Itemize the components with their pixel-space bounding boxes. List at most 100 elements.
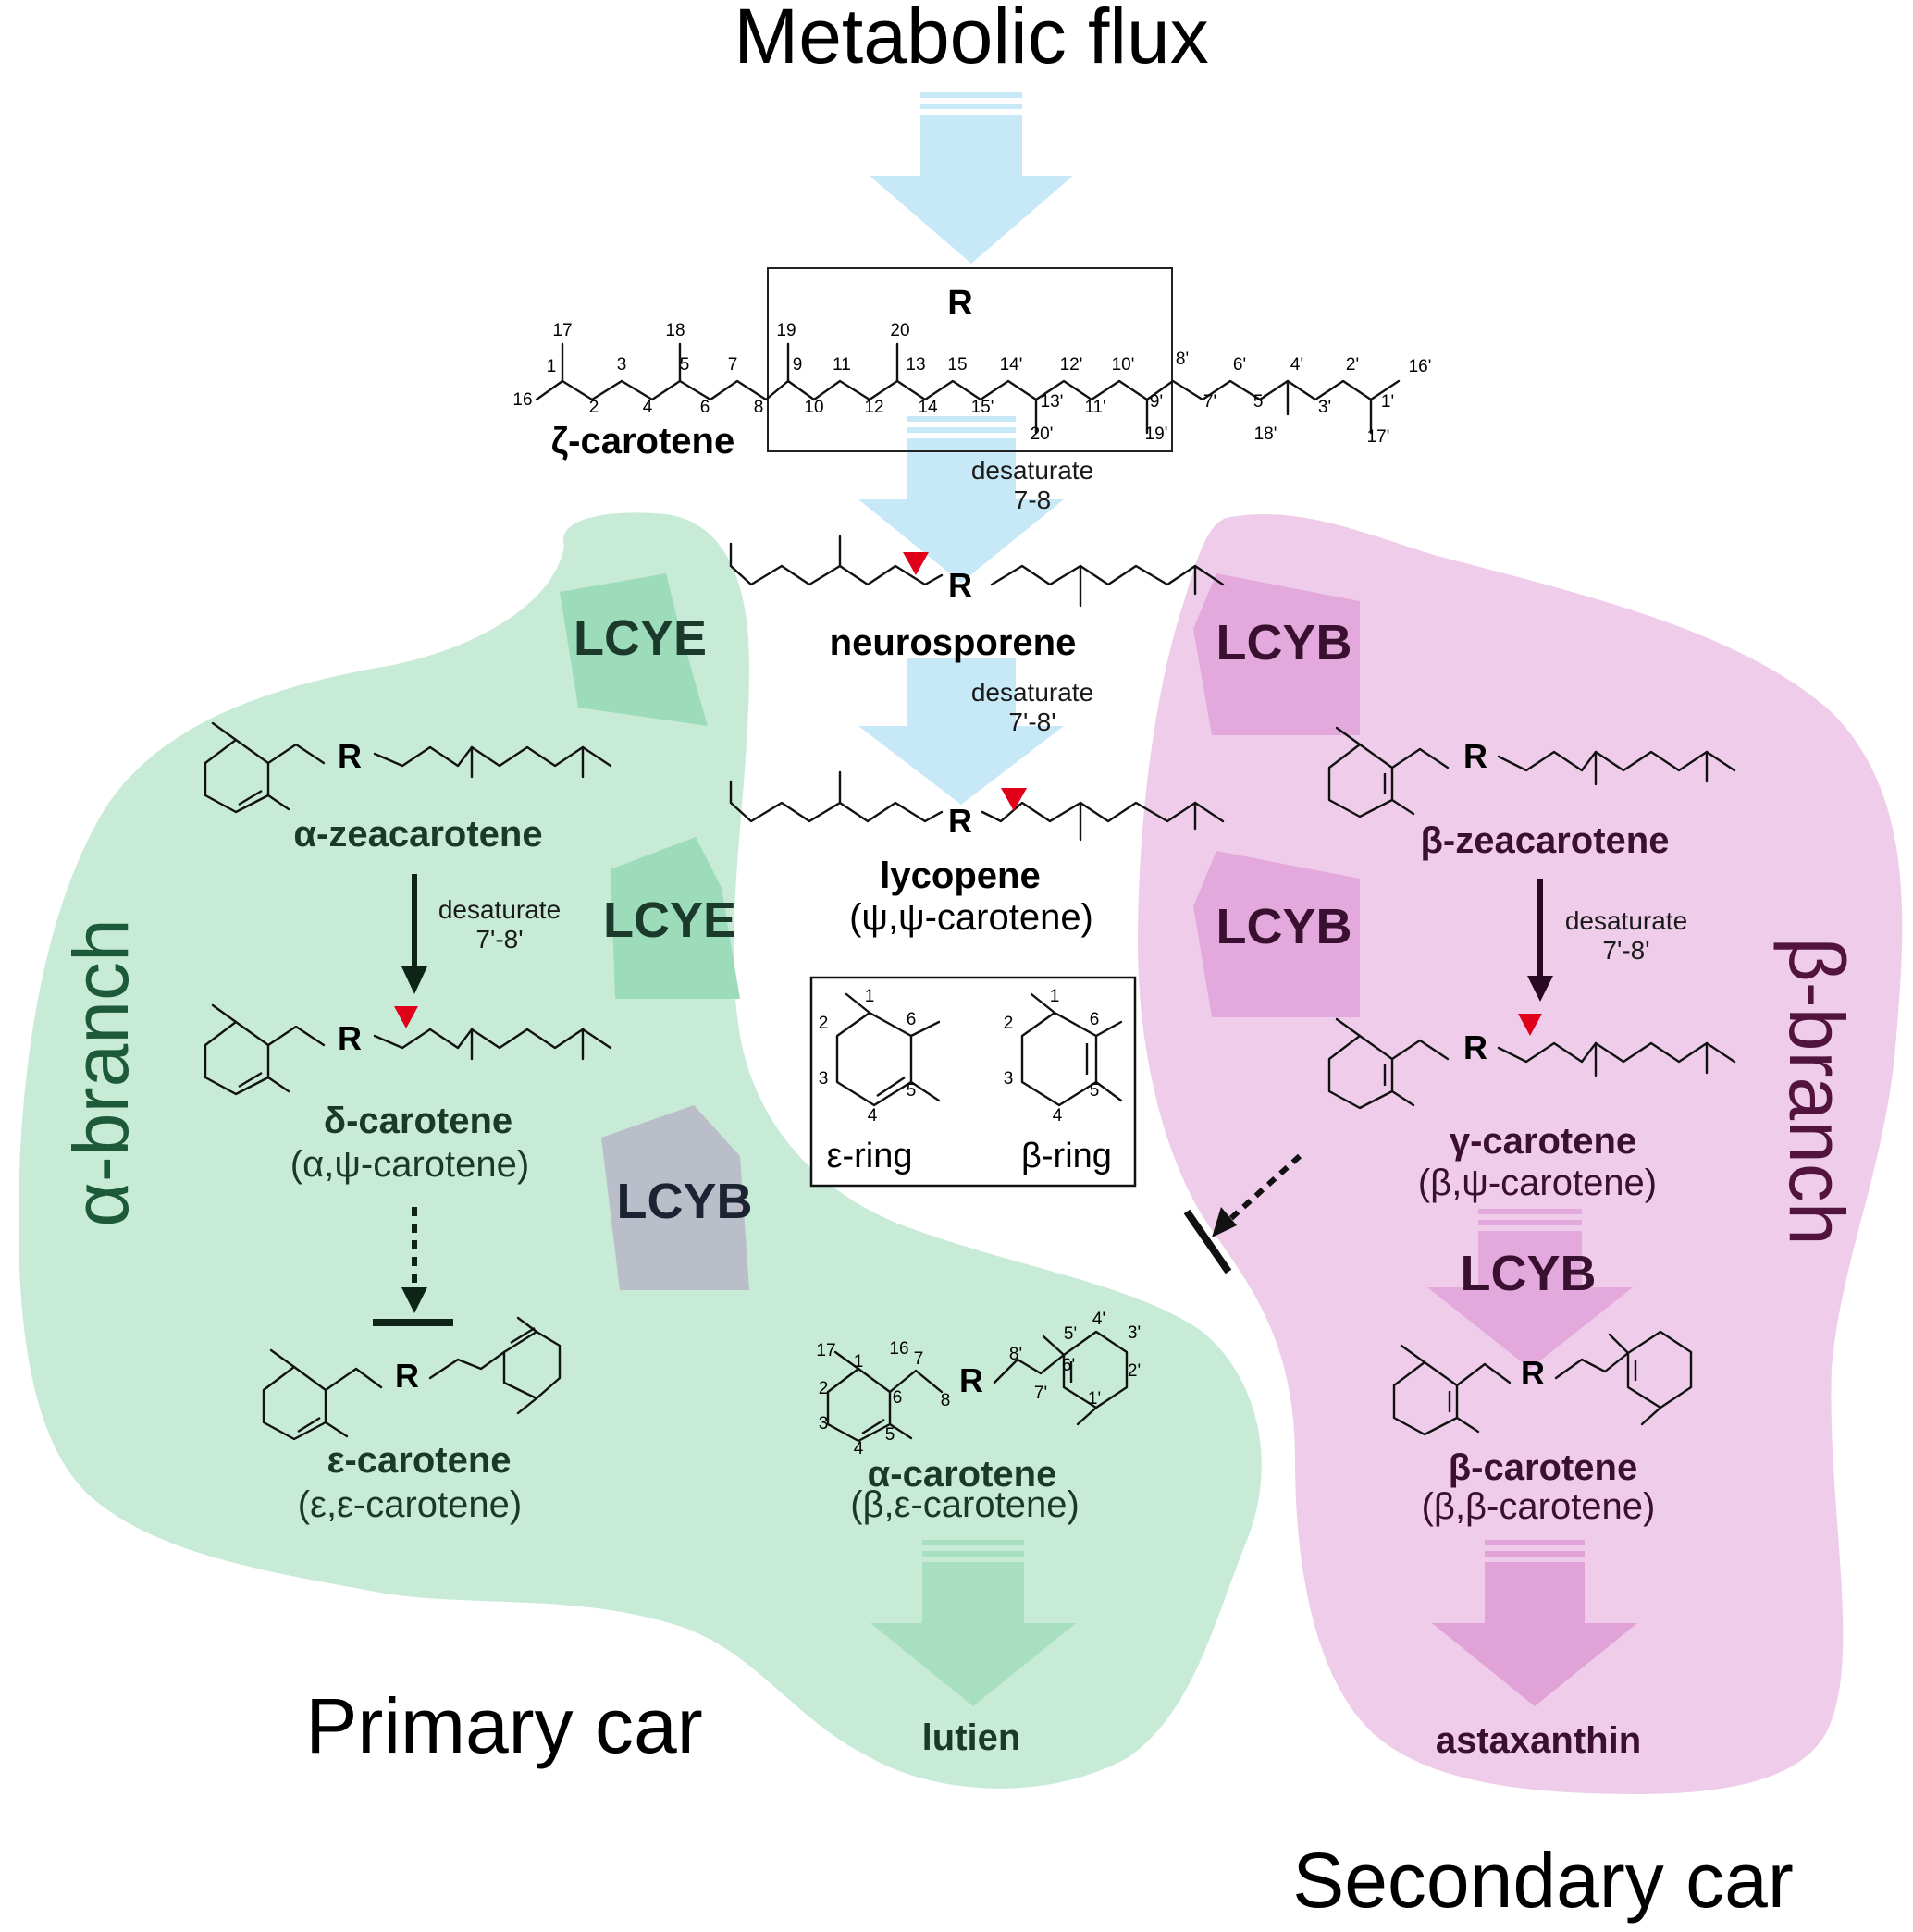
gamma-carotene-label: γ-carotene	[1450, 1121, 1636, 1162]
ring-num-e-6: 6	[907, 1010, 917, 1029]
ring-num-b-6: 6	[1090, 1010, 1100, 1029]
alpha-carotene-structure: R α-carotene (β,ε-carotene)	[826, 1330, 1129, 1525]
flux-arrow-desaturate-78	[858, 416, 1064, 583]
lcye-label-2: LCYE	[603, 892, 736, 948]
zeta-num-3p: 3'	[1318, 398, 1331, 417]
zeta-num-3: 3	[617, 355, 627, 375]
ring-num-e-1: 1	[865, 987, 875, 1006]
zeta-num-7: 7	[728, 355, 738, 375]
zeta-num-4: 4	[643, 398, 653, 417]
lcyb-label-gray: LCYB	[617, 1174, 753, 1229]
zeta-num-17: 17	[552, 321, 572, 340]
epsilon-carotene-structure: R ε-carotene (ε,ε-carotene)	[262, 1316, 562, 1525]
zeta-num-8p: 8'	[1176, 350, 1189, 369]
desaturate-7p8p-3-line1: desaturate	[1565, 906, 1687, 935]
zeta-num-16: 16	[512, 390, 532, 410]
zeta-num-11: 11	[833, 355, 851, 375]
delta-marker	[394, 1006, 418, 1028]
beta-zeacarotene-label: β-zeacarotene	[1421, 820, 1670, 861]
neurosporene-r: R	[948, 566, 972, 604]
gamma-to-epsilon-arrowhead	[1212, 1207, 1237, 1237]
zeta-num-10: 10	[804, 398, 823, 417]
alpha-carotene-sub: (β,ε-carotene)	[850, 1484, 1080, 1525]
zeta-num-16p: 16'	[1409, 357, 1432, 376]
alpha-num-1p: 1'	[1088, 1389, 1101, 1409]
gamma-carotene-sub: (β,ψ-carotene)	[1418, 1163, 1657, 1203]
zeta-num-6: 6	[700, 398, 710, 417]
beta-zea-r: R	[1463, 737, 1487, 775]
zeta-carotene-structure: R ζ-carotene	[535, 267, 1401, 461]
zeta-num-17p: 17'	[1367, 427, 1390, 447]
flux-arrow-desaturate-7p8p	[858, 658, 1064, 805]
lycopene-structure: R lycopene (ψ,ψ-carotene)	[729, 770, 1225, 938]
alpha-num-4p: 4'	[1092, 1310, 1105, 1329]
zeta-num-19p: 19'	[1145, 425, 1168, 444]
lycopene-label: lycopene	[880, 855, 1040, 896]
beta-zeacarotene-structure: R β-zeacarotene	[1327, 726, 1736, 861]
ring-num-b-1: 1	[1050, 987, 1060, 1006]
delta-carotene-label: δ-carotene	[324, 1101, 512, 1141]
delta-carotene-structure: R δ-carotene (α,ψ-carotene)	[204, 1003, 612, 1185]
zeta-carotene-label: ζ-carotene	[551, 421, 734, 461]
zeta-num-5p: 5'	[1253, 392, 1266, 412]
flux-arrow-top	[870, 92, 1073, 264]
desaturate-78-line2: 7-8	[1014, 486, 1051, 514]
epsilon-carotene-label: ε-carotene	[327, 1440, 511, 1481]
lcyb-pink-arrow-1	[1193, 573, 1360, 735]
desaturate-7p8p-2-line2: 7'-8'	[475, 925, 523, 954]
beta-carotene-structure: R β-carotene (β,β-carotene)	[1392, 1330, 1693, 1527]
alpha-num-1: 1	[854, 1352, 864, 1372]
ring-num-e-4: 4	[868, 1106, 878, 1126]
gamma-r: R	[1463, 1028, 1487, 1066]
alpha-zea-to-delta-arrowhead	[401, 966, 427, 994]
alpha-carotene-label: α-carotene	[868, 1454, 1057, 1495]
alpha-num-2: 2	[819, 1379, 829, 1398]
beta-carotene-sub: (β,β-carotene)	[1422, 1486, 1656, 1527]
zeta-num-1: 1	[547, 357, 557, 376]
zeta-num-12p: 12'	[1060, 355, 1083, 375]
delta-carotene-sub: (α,ψ-carotene)	[290, 1144, 529, 1185]
lcyb-gray-arrow	[601, 1105, 749, 1290]
alpha-r: R	[959, 1361, 983, 1399]
neurosporene-marker	[903, 552, 929, 575]
lutien-label: lutien	[922, 1717, 1021, 1758]
zeta-num-6p: 6'	[1233, 355, 1246, 375]
lycopene-r: R	[948, 802, 972, 840]
lcye-label-1: LCYE	[574, 610, 707, 666]
region-label-primary: Primary car	[305, 1682, 702, 1769]
astaxanthin-arrow	[1432, 1540, 1637, 1706]
lcyb-label-3: LCYB	[1461, 1246, 1597, 1301]
zeta-num-7p: 7'	[1203, 392, 1216, 412]
zeta-num-12: 12	[864, 398, 883, 417]
lutien-arrow	[870, 1540, 1076, 1706]
alpha-num-6p: 6'	[1062, 1356, 1075, 1375]
alpha-num-2p: 2'	[1128, 1361, 1141, 1381]
zeta-num-19: 19	[776, 321, 796, 340]
zeta-num-1p: 1'	[1381, 392, 1394, 412]
alpha-zea-r: R	[338, 737, 362, 775]
zeta-num-18: 18	[665, 321, 685, 340]
alpha-num-3: 3	[819, 1414, 829, 1434]
zeta-num-10p: 10'	[1112, 355, 1135, 375]
zeta-num-9: 9	[793, 355, 803, 375]
desaturate-7p8p-1-line1: desaturate	[971, 678, 1093, 707]
alpha-num-5: 5	[885, 1425, 895, 1445]
ring-legend-box: ε-ring β-ring	[809, 976, 1137, 1188]
title-metabolic-flux: Metabolic flux	[734, 0, 1209, 80]
alpha-num-4: 4	[854, 1439, 864, 1458]
ring-num-e-5: 5	[907, 1081, 917, 1101]
lycopene-marker	[1001, 788, 1027, 811]
neurosporene-structure: R neurosporene	[729, 535, 1225, 663]
desaturate-7p8p-2-line1: desaturate	[438, 895, 561, 924]
zeta-num-14: 14	[918, 398, 938, 417]
alpha-num-3p: 3'	[1128, 1323, 1141, 1343]
beta-branch-label: β-branch	[1773, 937, 1860, 1245]
ring-num-b-5: 5	[1090, 1081, 1100, 1101]
neurosporene-label: neurosporene	[830, 622, 1077, 663]
epsilon-carotene-sub: (ε,ε-carotene)	[298, 1484, 522, 1525]
delta-to-epsilon-arrowhead	[401, 1287, 427, 1313]
beta-ring-label: β-ring	[1021, 1137, 1112, 1175]
alpha-num-8: 8	[941, 1391, 951, 1410]
